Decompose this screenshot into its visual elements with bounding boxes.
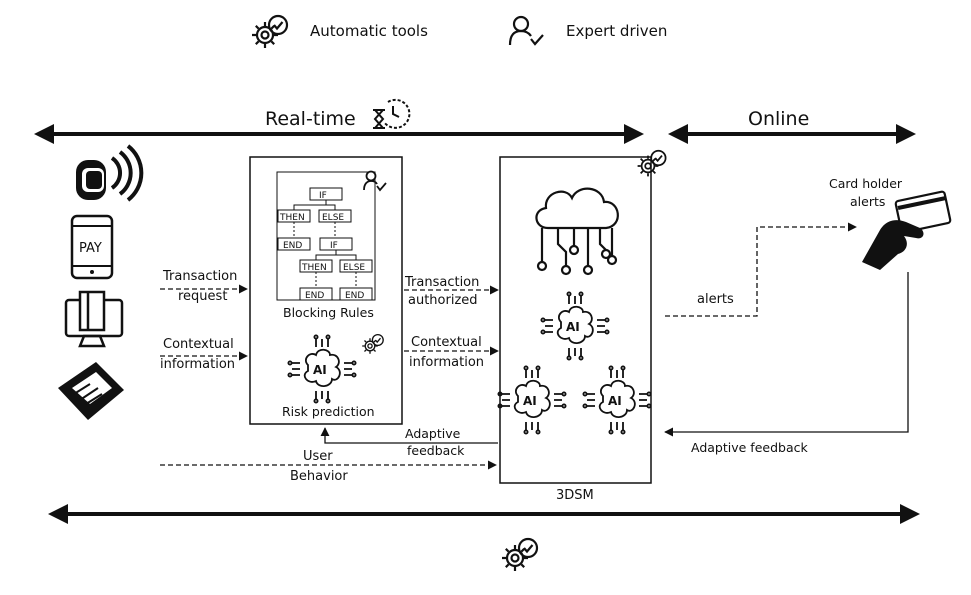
rule-end-3: END xyxy=(345,291,364,301)
rule-else-2: ELSE xyxy=(343,263,365,273)
transaction-request-line1: Transaction xyxy=(162,269,237,284)
alerts-arrow xyxy=(665,222,857,317)
user-behavior-line2: Behavior xyxy=(290,469,348,484)
rule-if-1: IF xyxy=(319,191,327,201)
smartwatch-icon xyxy=(76,144,144,202)
blocking-rules-tree: IF THEN ELSE END IF THEN ELSE END END xyxy=(276,171,376,301)
card-holder-line2: alerts xyxy=(850,194,885,209)
card-holder-line1: Card holder xyxy=(829,176,903,191)
adaptive-feedback-line2: feedback xyxy=(407,443,465,458)
user-behavior-line1: User xyxy=(303,449,333,464)
system-ai-label-3: AI xyxy=(608,394,622,408)
rule-end-1: END xyxy=(283,241,302,251)
processing-box xyxy=(249,156,403,425)
legend-expert-label: Expert driven xyxy=(566,22,667,40)
risk-prediction-caption: Risk prediction xyxy=(282,404,375,419)
contextual-info-line2: information xyxy=(160,357,235,372)
middle-contextual-line2: information xyxy=(409,355,484,370)
contextual-info-line1: Contextual xyxy=(163,337,234,352)
system-box xyxy=(499,156,652,484)
tx-authorized-line2: authorized xyxy=(408,293,478,308)
hourglass-clock-icon xyxy=(373,98,411,129)
tx-authorized-line1: Transaction xyxy=(404,275,479,290)
phone-pay-icon: PAY xyxy=(70,214,114,280)
person-check-icon xyxy=(508,15,544,46)
rule-if-2: IF xyxy=(330,241,338,251)
system-ai-label-1: AI xyxy=(566,320,580,334)
gear-check-icon xyxy=(500,537,539,573)
gear-check-icon xyxy=(250,14,289,50)
transaction-request-line2: request xyxy=(178,289,227,304)
rule-else-1: ELSE xyxy=(322,213,344,223)
adaptive-feedback-line1: Adaptive xyxy=(405,426,461,441)
card-reader-icon xyxy=(58,362,124,420)
rule-then-2: THEN xyxy=(301,263,327,273)
alerts-label: alerts xyxy=(697,292,734,307)
right-adaptive-feedback-label: Adaptive feedback xyxy=(691,440,808,455)
cloud-network-icon xyxy=(535,187,619,276)
blocking-rules-caption: Blocking Rules xyxy=(283,305,374,320)
gear-check-icon xyxy=(361,333,384,355)
rule-end-2: END xyxy=(305,291,324,301)
system-label: 3DSM xyxy=(556,488,594,503)
adaptive-feedback-arrow xyxy=(320,427,498,444)
adaptive-feedback-return-arrow xyxy=(664,272,909,437)
rule-then-1: THEN xyxy=(279,213,305,223)
hand-card-icon xyxy=(862,190,952,270)
risk-ai-label: AI xyxy=(313,363,327,377)
online-label: Online xyxy=(748,108,809,130)
realtime-label: Real-time xyxy=(265,108,356,130)
pos-terminal-icon xyxy=(64,290,124,348)
middle-contextual-line1: Contextual xyxy=(411,335,482,350)
legend-automatic-label: Automatic tools xyxy=(310,22,428,40)
system-ai-label-2: AI xyxy=(523,394,537,408)
phone-pay-text: PAY xyxy=(79,241,102,256)
person-check-icon xyxy=(363,170,387,192)
